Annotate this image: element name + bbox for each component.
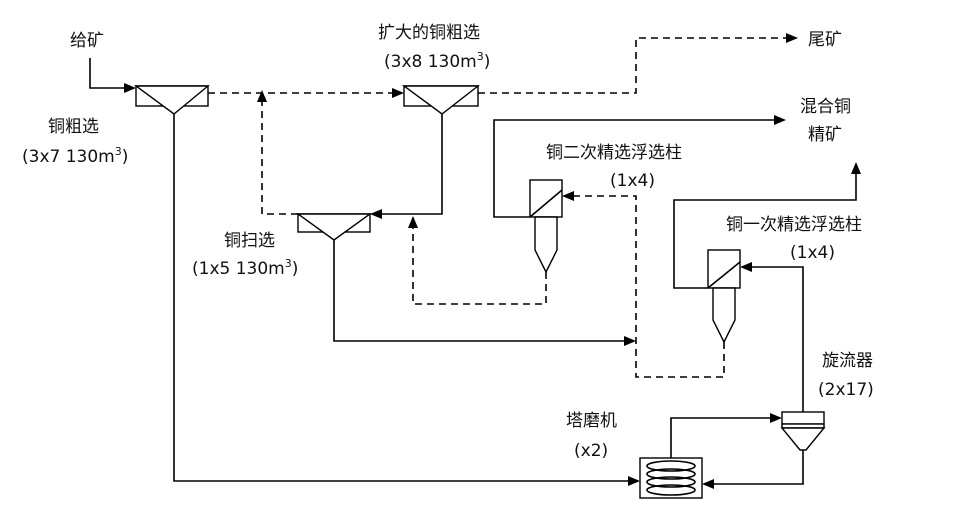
second-cleaner-column xyxy=(529,179,563,274)
second-cleaner-conc-line xyxy=(493,115,786,218)
feed-label: 给矿 xyxy=(70,31,104,51)
tailings-line xyxy=(478,33,798,94)
extended-rougher-cell xyxy=(401,85,481,115)
scavenger-label: 铜扫选 xyxy=(224,231,275,251)
mill-to-cyclone-line xyxy=(670,413,782,458)
tower-mill-label: 塔磨机 xyxy=(566,411,617,431)
rougher-label: 铜粗选 xyxy=(48,117,99,137)
mixed-concentrate-label-1: 混合铜 xyxy=(800,97,851,117)
second-cleaner-label: 铜二次精选浮选柱 xyxy=(546,143,682,163)
scavenger-conc-line xyxy=(333,240,636,346)
scavenger-tails-line xyxy=(257,90,298,215)
first-cleaner-conc-line xyxy=(673,162,861,289)
rougher-cell xyxy=(133,85,210,115)
rougher-conc-line xyxy=(173,114,640,486)
mixed-concentrate-label-2: 精矿 xyxy=(808,125,842,145)
extended-rougher-spec-label: (3x8 130m3) xyxy=(384,50,490,72)
scavenger-spec-label: (1x5 130m3) xyxy=(192,257,298,279)
tailings-label: 尾矿 xyxy=(808,30,842,50)
extended-rougher-label: 扩大的铜粗选 xyxy=(378,23,480,43)
cyclone xyxy=(780,411,826,460)
first-cleaner-column xyxy=(707,249,741,344)
first-cleaner-spec-label: (1x4) xyxy=(790,243,835,263)
rougher-tails-line xyxy=(208,88,404,98)
cyclone-underflow-line xyxy=(702,460,804,489)
scavenger-cell xyxy=(295,213,373,241)
feed-line xyxy=(89,58,136,93)
first-cleaner-label: 铜一次精选浮选柱 xyxy=(726,215,862,235)
second-cleaner-tails-line xyxy=(408,216,547,305)
cyclone-overflow-line xyxy=(740,262,804,412)
second-cleaner-spec-label: (1x4) xyxy=(610,171,655,191)
tower-mill-spec-label: (x2) xyxy=(574,441,608,461)
cyclone-label: 旋流器 xyxy=(822,351,873,371)
cyclone-spec-label: (2x17) xyxy=(818,380,874,400)
ext-rougher-conc-line xyxy=(370,114,443,219)
first-cleaner-tails-line xyxy=(562,191,725,378)
rougher-spec-label: (3x7 130m3) xyxy=(22,145,128,167)
tower-mill xyxy=(639,457,703,499)
